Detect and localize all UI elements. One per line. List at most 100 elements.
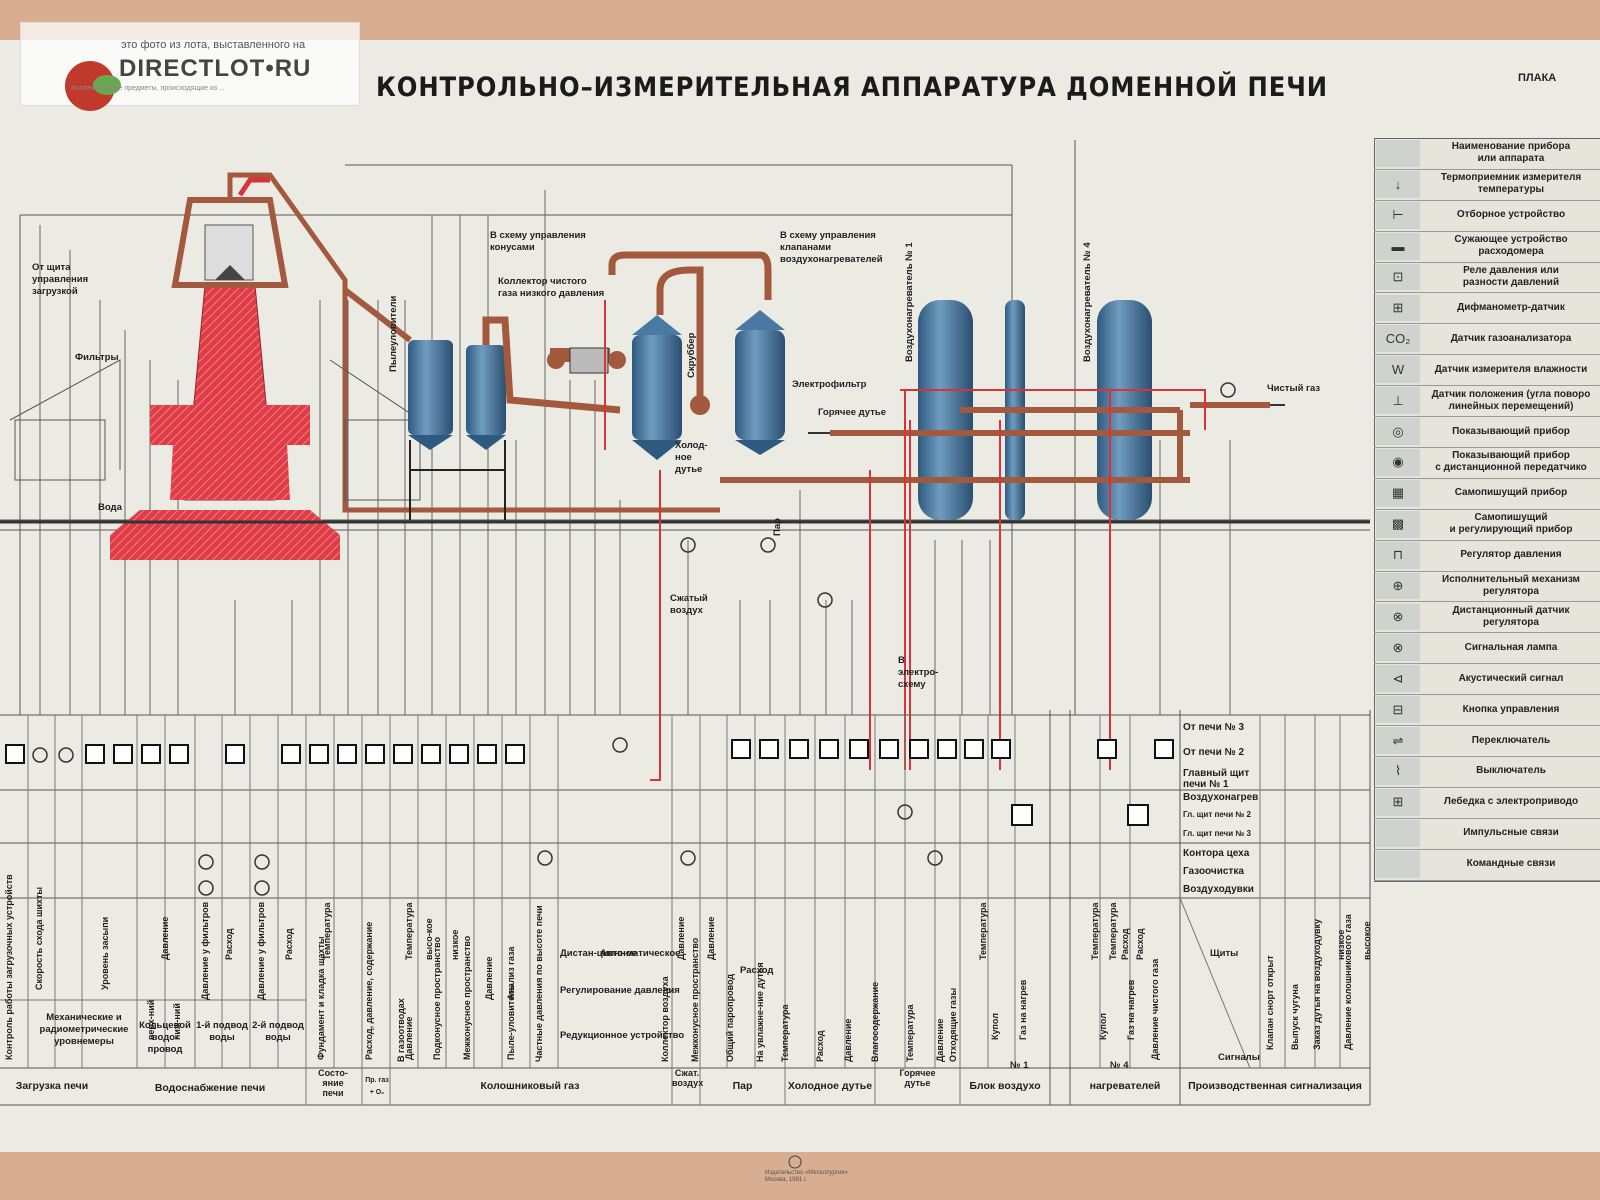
column-label: Давление xyxy=(935,1018,945,1062)
legend-row: ↓Термоприемник измерителя температуры xyxy=(1374,169,1600,201)
legend-label: Показывающий прибор с дистанционной пере… xyxy=(1435,450,1587,474)
column-label: Температура xyxy=(1090,902,1100,960)
publisher-imprint: Издательство «Металлургия» Москва, 1981 … xyxy=(765,1170,848,1183)
legend-symbol-icon: — xyxy=(1376,819,1420,847)
legend-row: ⊟Кнопка управления xyxy=(1374,694,1600,727)
label-kollektor: Коллектор чистого газа низкого давления xyxy=(498,276,605,299)
legend-symbol-icon: ⊕ xyxy=(1376,572,1420,600)
label-holodnoe-dutie: Холод- ное дутье xyxy=(675,440,708,475)
legend-row: ◎Показывающий прибор xyxy=(1374,416,1600,448)
column-label: Давление xyxy=(404,1016,414,1060)
column-label: Расход xyxy=(815,1030,825,1062)
legend-symbol-icon: W xyxy=(1376,356,1420,384)
column-label: Выпуск чугуна xyxy=(1290,984,1300,1050)
label-konusy: В схему управления конусами xyxy=(490,230,586,253)
legend-label: Импульсные связи xyxy=(1463,827,1559,839)
legend-label: Выключатель xyxy=(1476,765,1546,777)
legend-row: ⊞Лебедка с электроприводо xyxy=(1374,787,1600,819)
legend-label: Датчик газоанализатора xyxy=(1450,332,1572,344)
label-par: Пар xyxy=(772,518,783,536)
column-label: Авто-матическое xyxy=(600,948,681,959)
legend-symbol-icon: ▬ xyxy=(1376,232,1420,260)
group-label: Пар xyxy=(732,1080,753,1092)
legend-row: ⊞ Дифманометр-датчик xyxy=(1374,293,1600,325)
legend-symbol-icon: ⊞ xyxy=(1376,294,1420,322)
column-label: высокое xyxy=(1362,921,1372,960)
legend-symbol-icon: ⊡ xyxy=(1376,263,1420,291)
column-label: Давление xyxy=(843,1018,853,1062)
sub-podvod-2: 2-й подвод воды xyxy=(252,1020,304,1043)
legend-row: ⊗Сигнальная лампа xyxy=(1374,632,1600,665)
legend-symbol-icon: ⊟ xyxy=(1376,696,1420,724)
legend-label: Регулятор давления xyxy=(1460,549,1562,561)
column-label: Клапан снорт открыт xyxy=(1265,955,1275,1050)
column-label: Давление xyxy=(676,916,686,960)
column-label: Давление у фильтров xyxy=(256,901,266,1000)
column-label: низкое xyxy=(450,929,460,960)
column-label: Контроль работы загрузочных устройств xyxy=(4,874,14,1060)
column-label: Частные давления по высоте печи xyxy=(534,905,544,1062)
column-label: Редукционное устройство xyxy=(560,1030,685,1041)
column-label: № 4 xyxy=(1110,1060,1129,1071)
watermark-brand[interactable]: DIRECTLOT•RU xyxy=(119,55,312,82)
column-label: Скорость схода шихты xyxy=(34,886,44,990)
sub-kolcevoi: Кольцевой водо- провод xyxy=(139,1020,191,1055)
label-vnagrevatel-1: Воздухонагреватель № 1 xyxy=(904,242,915,362)
label-elektroshemu: В электро- схему xyxy=(898,655,939,690)
group-label: нагревателей xyxy=(1089,1080,1161,1092)
column-label: Расход xyxy=(1120,928,1130,960)
poster-title: КОНТРОЛЬНО–ИЗМЕРИТЕЛЬНАЯ АППАРАТУРА ДОМЕ… xyxy=(376,72,1328,103)
column-label: Подконусное пространство xyxy=(432,936,442,1060)
legend-row: ⇌Переключатель xyxy=(1374,725,1600,757)
label-voda: Вода xyxy=(98,502,122,513)
column-label: Газ на нагрев xyxy=(1018,979,1028,1040)
signal-row-label: Гл. щит печи № 2 xyxy=(1183,810,1251,819)
column-label: Щиты xyxy=(1210,948,1239,959)
legend-symbol-icon: CO₂ xyxy=(1376,325,1420,353)
label-szhatyi: Сжатый воздух xyxy=(670,593,708,616)
column-label: Регулирование давления xyxy=(560,985,680,996)
legend-symbol-icon: ⊥ xyxy=(1376,387,1420,415)
legend-row: ⊓Регулятор давления xyxy=(1374,540,1600,572)
signal-row-label: Газоочистка xyxy=(1183,866,1244,877)
legend-label: Исполнительный механизм регулятора xyxy=(1442,574,1580,598)
label-klapany: В схему управления клапанами воздухонагр… xyxy=(780,230,883,265)
legend-label: Датчик измерителя влажности xyxy=(1434,363,1588,375)
group-label: Холодное дутье xyxy=(787,1080,873,1092)
legend-row: ⊥Датчик положения (угла поворо линейных … xyxy=(1374,385,1600,418)
label-filtry: Фильтры xyxy=(75,352,119,363)
column-label: Давление xyxy=(484,956,494,1000)
signal-row-label: От печи № 2 xyxy=(1183,747,1245,758)
legend-row: —Командные связи xyxy=(1374,849,1600,881)
legend-symbol-icon: ⊞ xyxy=(1376,788,1420,816)
column-label: Расход xyxy=(284,928,294,960)
column-label: Давление чистого газа xyxy=(1150,958,1160,1060)
watermark-banner: это фото из лота, выставленного на DIREC… xyxy=(20,22,360,111)
column-label: Дистан-ционное xyxy=(560,948,637,959)
column-label: Расход xyxy=(224,928,234,960)
signal-row-label: Гл. щит печи № 3 xyxy=(1183,829,1251,838)
column-label: Уровень засыпи xyxy=(100,916,110,990)
group-label: Сжат. воздух xyxy=(672,1068,704,1088)
label-chistyi-gaz: Чистый газ xyxy=(1267,383,1321,394)
column-label: Расход, давление, содержание xyxy=(364,921,374,1060)
column-label: Расход xyxy=(740,965,774,976)
legend-label: Дифманометр-датчик xyxy=(1457,301,1565,313)
legend-symbol-icon: ⇌ xyxy=(1376,727,1420,754)
legend-label: Реле давления или разности давлений xyxy=(1462,265,1560,289)
legend-row: ⊗Дистанционный датчик регулятора xyxy=(1374,602,1600,634)
legend-label: Дистанционный датчик регулятора xyxy=(1452,604,1570,628)
group-label: Горячее дутье xyxy=(899,1068,936,1088)
legend-label: Сигнальная лампа xyxy=(1464,641,1558,653)
column-label: Отходящие газы xyxy=(948,987,958,1062)
legend-row: ▦Самопишущий прибор xyxy=(1374,478,1600,510)
group-label: Блок воздухо xyxy=(969,1080,1041,1092)
sub-podvod-1: 1-й подвод воды xyxy=(196,1020,248,1043)
column-label: Давление у фильтров xyxy=(200,901,210,1000)
label-ot-shchita: От щита управления загрузкой xyxy=(32,262,89,297)
group-label: Производственная сигнализация xyxy=(1188,1080,1362,1092)
label-vnagrevatel-4: Воздухонагреватель № 4 xyxy=(1082,242,1093,362)
legend-label: Самопишущий прибор xyxy=(1454,487,1568,499)
legend-symbol-icon: ⊲ xyxy=(1376,665,1420,693)
legend-row: ▬Сужающее устройство расходомера xyxy=(1374,231,1600,263)
